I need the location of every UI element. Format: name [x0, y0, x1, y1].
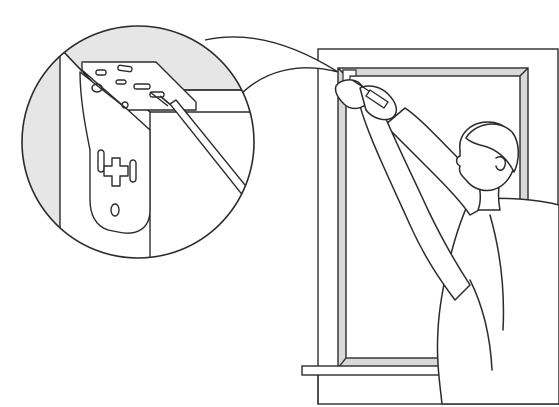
bracket-cross-cutout — [103, 157, 129, 187]
magnifier-callout — [21, 25, 339, 259]
callout-circle — [21, 25, 255, 259]
callout-pointer — [204, 36, 339, 96]
screwdriver-shaft — [169, 99, 254, 213]
person-arm-rear — [384, 107, 489, 216]
bracket-vertical-plate — [79, 71, 151, 234]
person-hair — [465, 123, 519, 173]
screwdriver-small — [351, 79, 389, 109]
window-sill — [301, 365, 559, 376]
person-ear — [495, 156, 507, 171]
person-arm-front — [357, 97, 471, 301]
